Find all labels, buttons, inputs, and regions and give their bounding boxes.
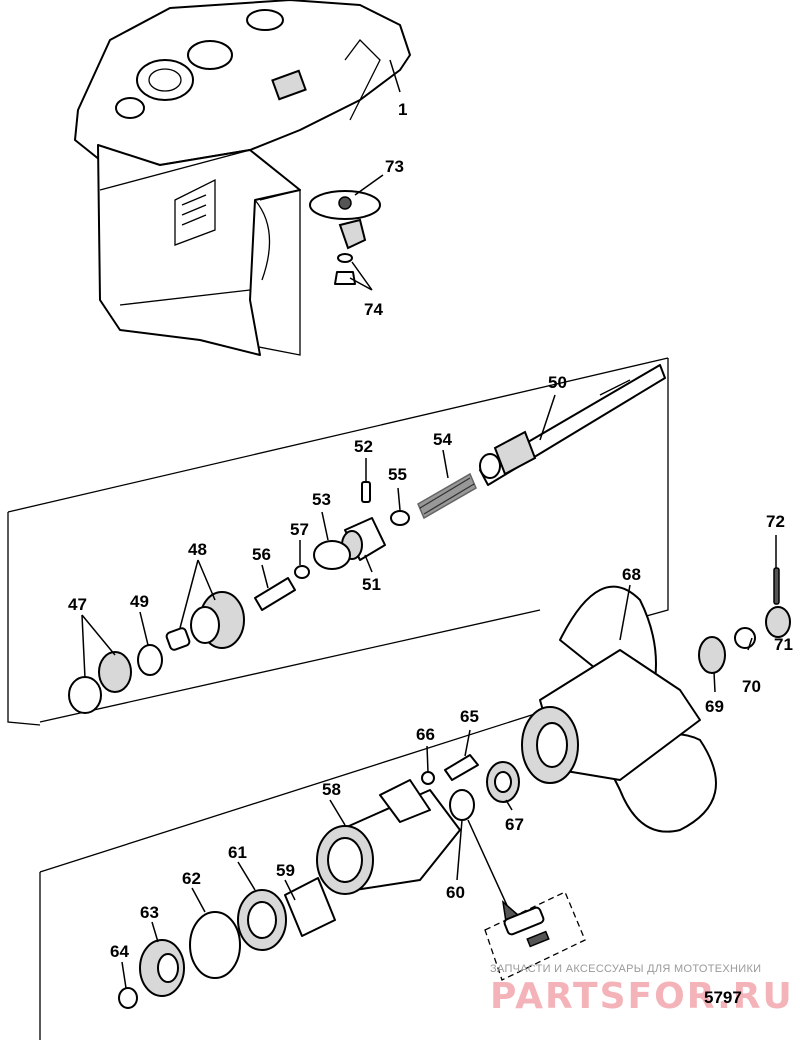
callout-53: 53 bbox=[312, 490, 331, 509]
callout-51: 51 bbox=[362, 575, 381, 594]
watermark-caption: ЗАПЧАСТИ И АКСЕССУАРЫ ДЛЯ МОТОТЕХНИКИ bbox=[490, 963, 761, 975]
callout-1: 1 bbox=[398, 100, 407, 119]
callout-57: 57 bbox=[290, 520, 309, 539]
propeller-shaft bbox=[479, 364, 666, 486]
propeller bbox=[521, 585, 717, 833]
callout-66: 66 bbox=[416, 725, 435, 744]
callout-65: 65 bbox=[460, 707, 479, 726]
callout-49: 49 bbox=[130, 592, 149, 611]
callout-72: 72 bbox=[766, 512, 785, 531]
callout-61: 61 bbox=[228, 843, 247, 862]
shift-spring bbox=[417, 472, 477, 520]
callout-63: 63 bbox=[140, 903, 159, 922]
oil-seal bbox=[449, 789, 475, 821]
callout-55: 55 bbox=[388, 465, 407, 484]
reverse-gear-bearing bbox=[237, 889, 287, 951]
callout-67: 67 bbox=[505, 815, 524, 834]
thrust-bearing bbox=[486, 761, 520, 803]
callout-71: 71 bbox=[774, 635, 793, 654]
o-ring bbox=[189, 911, 241, 979]
reverse-gear bbox=[139, 939, 185, 997]
callout-52: 52 bbox=[354, 437, 373, 456]
needle-bearing bbox=[284, 877, 336, 937]
propeller-nut bbox=[765, 606, 791, 638]
cotter-pin bbox=[773, 567, 780, 605]
callout-47: 47 bbox=[68, 595, 87, 614]
thrust-washer bbox=[118, 987, 138, 1009]
callout-59: 59 bbox=[276, 861, 295, 880]
cross-pin-retainer bbox=[313, 540, 351, 570]
seal-orientation-inset bbox=[467, 819, 586, 981]
callout-60: 60 bbox=[446, 883, 465, 902]
callout-73: 73 bbox=[385, 157, 404, 176]
leader-lines bbox=[81, 59, 777, 989]
watermark-brand: PARTSFOR.RU bbox=[490, 976, 794, 1017]
trim-tab bbox=[309, 190, 381, 250]
washer-and-bolt bbox=[334, 253, 356, 285]
thrust-hub bbox=[698, 636, 726, 674]
carrier-bolt bbox=[444, 754, 479, 781]
assembly-boundary-lines bbox=[7, 189, 669, 1040]
shift-actuator-ball bbox=[294, 565, 310, 579]
carrier-bolt-washer bbox=[421, 771, 435, 785]
cross-pin bbox=[361, 481, 371, 503]
callout-labels: 1 73 74 50 52 54 55 53 57 51 48 56 47 49… bbox=[68, 100, 793, 961]
callout-48: 48 bbox=[188, 540, 207, 559]
callout-50: 50 bbox=[548, 373, 567, 392]
shift-actuator-rod bbox=[254, 577, 296, 611]
forward-gear bbox=[165, 591, 245, 651]
callout-69: 69 bbox=[705, 697, 724, 716]
callout-70: 70 bbox=[742, 677, 761, 696]
callout-54: 54 bbox=[433, 430, 452, 449]
shim bbox=[137, 644, 163, 676]
callout-58: 58 bbox=[322, 780, 341, 799]
detent-pin bbox=[390, 510, 410, 526]
watermark: ЗАПЧАСТИ И АКСЕССУАРЫ ДЛЯ МОТОТЕХНИКИ PA… bbox=[490, 963, 794, 1017]
callout-62: 62 bbox=[182, 869, 201, 888]
callout-56: 56 bbox=[252, 545, 271, 564]
bearing-carrier bbox=[316, 779, 461, 895]
figure-number: 5797 bbox=[704, 988, 742, 1007]
callout-74: 74 bbox=[364, 300, 383, 319]
forward-gear-bearing bbox=[68, 651, 132, 714]
gearcase-housing bbox=[74, 0, 411, 356]
callout-64: 64 bbox=[110, 942, 129, 961]
callout-68: 68 bbox=[622, 565, 641, 584]
